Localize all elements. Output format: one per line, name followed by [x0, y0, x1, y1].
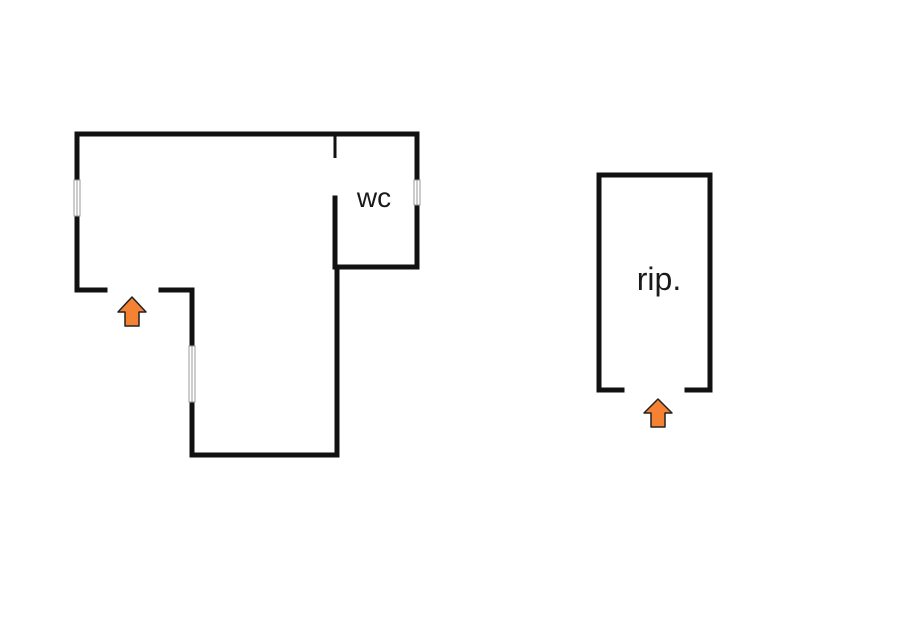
- window-left: [73, 179, 81, 217]
- room-label-wc: wc: [356, 182, 391, 213]
- storage-room-plan: rip.: [596, 172, 713, 428]
- room-label-storage: rip.: [637, 261, 681, 297]
- storage-entrance-arrow-icon: [643, 398, 673, 428]
- main-unit-plan: wc: [73, 131, 421, 458]
- storage-room-outer-wall: [596, 172, 713, 393]
- window-wc: [413, 179, 421, 206]
- window-lower: [188, 345, 196, 403]
- entrance-arrow-icon: [117, 296, 147, 327]
